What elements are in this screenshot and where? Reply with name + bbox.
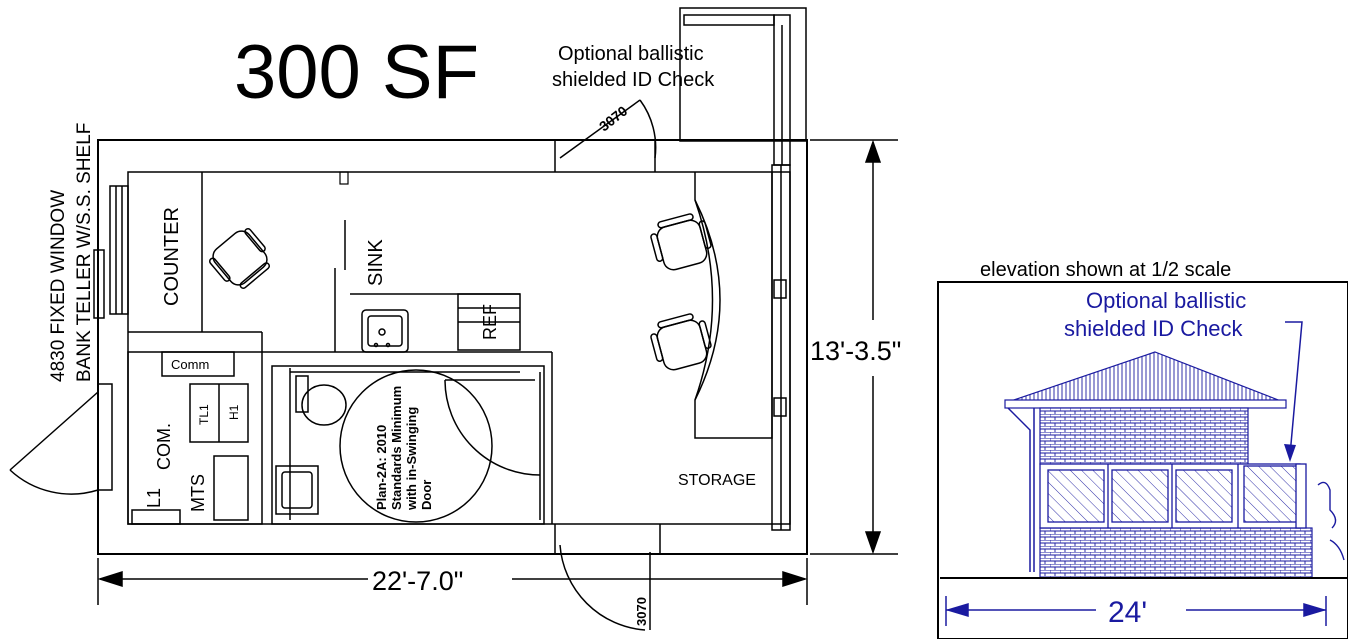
refrigerator [457,293,521,351]
bottom-door [554,524,661,631]
elevation-note-leader [1285,321,1303,456]
plan-title: 300 SF [234,30,479,115]
top-door [554,99,657,172]
comm-room [127,351,263,525]
id-check-note-line1: Optional ballistic [558,43,704,65]
elevation-caption: elevation shown at 1/2 scale [980,259,1231,281]
counter-label: COUNTER [161,207,183,306]
chair-left [208,227,271,290]
restroom [271,365,545,525]
mts-label: MTS [188,474,208,512]
window-note-line1: 4830 FIXED WINDOW [48,190,69,382]
restroom-note-line1: Plan-2A: 2010 [374,425,389,510]
elevation-frame [937,281,1348,639]
h1-label: H1 [227,404,241,420]
width-dimension-label: 22'-7.0" [372,566,463,596]
chair-right-top [650,213,712,271]
door-top-tag: 3070 [596,102,631,134]
elevation-person [1317,481,1345,561]
id-check-note-line2: shielded ID Check [552,69,715,91]
chair-right-bottom [650,313,712,371]
id-check-booth [679,7,807,166]
height-dimension-label: 13'-3.5" [810,336,901,366]
l1-label: L1 [144,488,164,508]
elevation-width-dimension [945,596,1327,626]
door-bottom-tag: 3070 [634,597,649,626]
restroom-note-line4: Door [419,480,434,510]
elevation-note-line2: shielded ID Check [1064,316,1244,341]
elevation-roof [1004,351,1287,572]
outer-wall [97,139,808,555]
width-dimension [97,558,808,605]
storage-label: STORAGE [678,472,756,489]
curved-desk [694,172,773,439]
elevation-lower-brick [1039,527,1313,579]
comm-label: Comm [171,357,209,372]
elevation-note-line1: Optional ballistic [1086,288,1246,313]
restroom-note-line2: Standards Minimum [389,386,404,510]
height-dimension [810,139,898,555]
elevation-windows [1039,463,1307,529]
tl1-label: TL1 [197,404,211,425]
elevation-upper-brick [1039,407,1249,465]
floor-plan [9,7,898,631]
left-door [9,383,113,495]
right-window-strip [771,164,791,531]
com-label: COM. [154,423,174,470]
ref-label: REF [480,304,500,340]
elevation-drawing [937,281,1348,639]
elevation-width-label: 24' [1108,596,1147,629]
restroom-note-line3: with in-Swinging [404,407,419,511]
left-window [93,185,129,319]
sink-label: SINK [365,239,387,286]
window-note-line2: BANK TELLER W/S.S. SHELF [74,123,95,382]
